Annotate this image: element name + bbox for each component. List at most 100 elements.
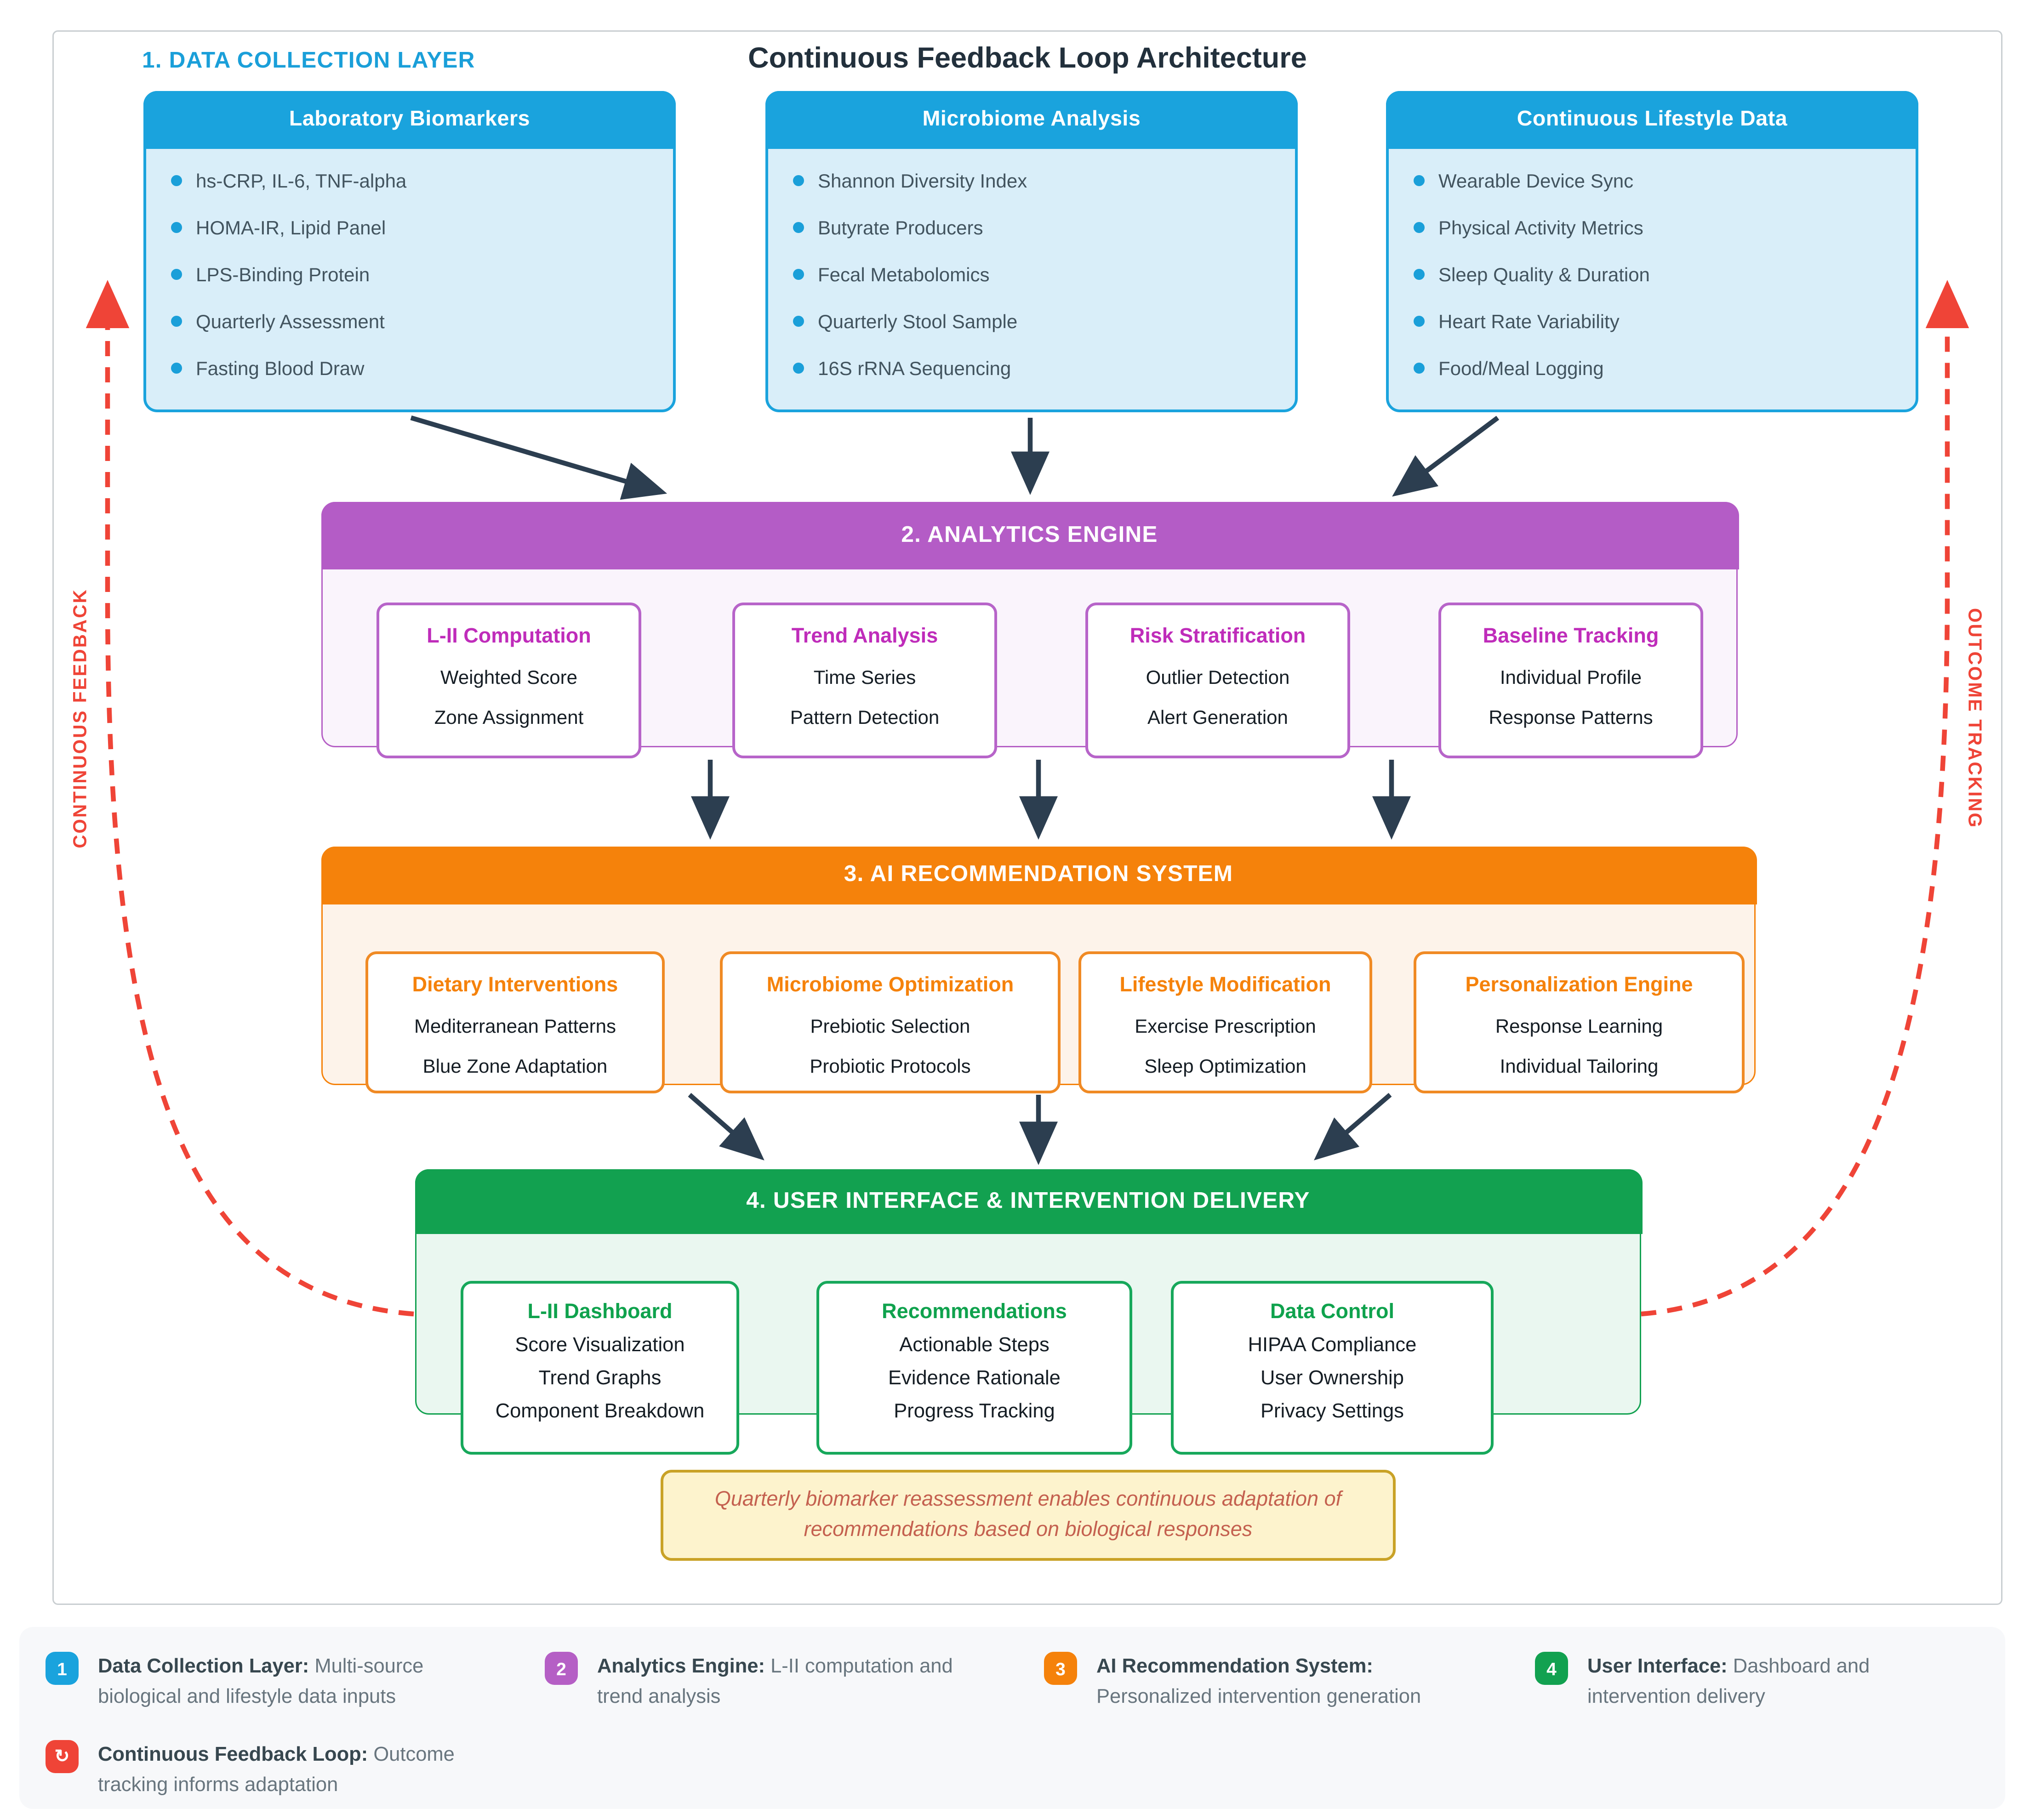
list-item-label: Wearable Device Sync (1438, 170, 1634, 192)
subbox-line: Exercise Prescription (1135, 1015, 1316, 1037)
legend-text: Analytics Engine: L-II computation and t… (597, 1652, 1000, 1714)
bullet-icon (793, 175, 804, 186)
subbox-l-ii-computation: L-II Computation Weighted Score Zone Ass… (376, 603, 641, 758)
bullet-icon (1414, 269, 1425, 280)
legend-text: Continuous Feedback Loop: Outcome tracki… (98, 1740, 501, 1802)
section-analytics-engine: 2. ANALYTICS ENGINE L-II Computation Wei… (320, 501, 1739, 758)
legend-label: Analytics Engine: (597, 1656, 765, 1678)
legend-item-data-collection: 1 Data Collection Layer: Multi-source bi… (46, 1652, 462, 1714)
list-item: Food/Meal Logging (1414, 354, 1905, 382)
list-item: Fecal Metabolomics (793, 261, 1284, 288)
section-ai-recommendation: 3. AI RECOMMENDATION SYSTEM Dietary Inte… (320, 846, 1757, 1093)
subbox-line: Probiotic Protocols (810, 1055, 971, 1077)
subbox-dietary-interventions: Dietary Interventions Mediterranean Patt… (365, 951, 665, 1093)
subbox-personalization-engine: Personalization Engine Response Learning… (1414, 951, 1745, 1093)
subbox-title: Trend Analysis (791, 625, 938, 648)
legend-text: AI Recommendation System: Personalized i… (1096, 1652, 1485, 1714)
list-item-label: Food/Meal Logging (1438, 357, 1604, 379)
list-item: Fasting Blood Draw (171, 354, 662, 382)
box-microbiome-analysis: Microbiome Analysis Shannon Diversity In… (765, 91, 1298, 412)
page-title: Continuous Feedback Loop Architecture (748, 43, 1307, 74)
subbox-microbiome-optimization: Microbiome Optimization Prebiotic Select… (720, 951, 1061, 1093)
bullet-icon (171, 363, 182, 374)
legend-item-analytics-engine: 2 Analytics Engine: L-II computation and… (545, 1652, 1000, 1714)
legend-item-user-interface: 4 User Interface: Dashboard and interven… (1535, 1652, 1949, 1714)
subbox-title: Personalization Engine (1465, 973, 1693, 997)
subbox-recommendations: Recommendations Actionable Steps Evidenc… (816, 1281, 1132, 1455)
subbox-risk-stratification: Risk Stratification Outlier Detection Al… (1085, 603, 1350, 758)
list-item-label: Sleep Quality & Duration (1438, 263, 1650, 285)
list-item-label: Physical Activity Metrics (1438, 216, 1643, 239)
subbox-line: Mediterranean Patterns (414, 1015, 616, 1037)
section-label-data-collection: 1. DATA COLLECTION LAYER (142, 48, 475, 73)
legend-badge-4: 4 (1535, 1652, 1568, 1685)
subbox-line: Evidence Rationale (888, 1368, 1061, 1390)
biomarker-list: hs-CRP, IL-6, TNF-alpha HOMA-IR, Lipid P… (146, 149, 673, 382)
bullet-icon (1414, 222, 1425, 233)
list-item-label: Heart Rate Variability (1438, 310, 1620, 332)
legend-badge-2: 2 (545, 1652, 578, 1685)
bullet-icon (793, 316, 804, 327)
subbox-line: Blue Zone Adaptation (422, 1055, 608, 1077)
subbox-title: Lifestyle Modification (1119, 973, 1331, 997)
list-item-label: 16S rRNA Sequencing (818, 357, 1011, 379)
bullet-icon (171, 316, 182, 327)
bullet-icon (1414, 363, 1425, 374)
list-item: Quarterly Stool Sample (793, 307, 1284, 335)
legend-item-ai-recommendation: 3 AI Recommendation System: Personalized… (1044, 1652, 1485, 1714)
bullet-icon (793, 269, 804, 280)
subbox-line: Prebiotic Selection (810, 1015, 970, 1037)
box-header: Continuous Lifestyle Data (1386, 91, 1918, 149)
bullet-icon (1414, 316, 1425, 327)
legend-label: AI Recommendation System: (1096, 1656, 1373, 1678)
user-interface-header: 4. USER INTERFACE & INTERVENTION DELIVER… (414, 1168, 1642, 1234)
subbox-line: Individual Profile (1500, 666, 1642, 688)
list-item-label: Quarterly Assessment (196, 310, 385, 332)
subbox-l-ii-dashboard: L-II Dashboard Score Visualization Trend… (461, 1281, 739, 1455)
list-item-label: Fasting Blood Draw (196, 357, 365, 379)
box-header: Microbiome Analysis (765, 91, 1298, 149)
subbox-line: Pattern Detection (790, 706, 940, 728)
subbox-line: Response Patterns (1489, 706, 1653, 728)
subbox-line: Progress Tracking (894, 1401, 1055, 1423)
legend-description: Personalized intervention generation (1096, 1687, 1421, 1709)
legend: 1 Data Collection Layer: Multi-source bi… (19, 1627, 2005, 1809)
continuous-feedback-label: CONTINUOUS FEEDBACK (69, 588, 91, 848)
list-item: LPS-Binding Protein (171, 261, 662, 288)
list-item: Quarterly Assessment (171, 307, 662, 335)
subbox-line: User Ownership (1261, 1368, 1404, 1390)
list-item-label: HOMA-IR, Lipid Panel (196, 216, 386, 239)
lifestyle-list: Wearable Device Sync Physical Activity M… (1389, 149, 1916, 382)
subbox-line: Component Breakdown (495, 1401, 705, 1423)
bullet-icon (793, 222, 804, 233)
subbox-trend-analysis: Trend Analysis Time Series Pattern Detec… (732, 603, 997, 758)
legend-label: User Interface: (1587, 1656, 1728, 1678)
list-item: HOMA-IR, Lipid Panel (171, 214, 662, 241)
legend-description: L-II computation and trend analysis (597, 1656, 953, 1709)
subbox-line: Sleep Optimization (1144, 1055, 1306, 1077)
diagram-frame: Continuous Feedback Loop Architecture 1.… (52, 30, 2002, 1605)
section-user-interface: 4. USER INTERFACE & INTERVENTION DELIVER… (414, 1168, 1642, 1455)
bullet-icon (171, 175, 182, 186)
legend-label: Data Collection Layer: (98, 1656, 309, 1678)
subbox-title: Risk Stratification (1129, 625, 1306, 648)
legend-item-feedback-loop: ↻ Continuous Feedback Loop: Outcome trac… (46, 1740, 501, 1802)
subbox-line: Zone Assignment (434, 706, 584, 728)
microbiome-list: Shannon Diversity Index Butyrate Produce… (768, 149, 1295, 382)
legend-text: User Interface: Dashboard and interventi… (1587, 1652, 1949, 1714)
subbox-lifestyle-modification: Lifestyle Modification Exercise Prescrip… (1078, 951, 1372, 1093)
subbox-line: Weighted Score (440, 666, 578, 688)
analytics-engine-header: 2. ANALYTICS ENGINE (320, 501, 1739, 569)
list-item-label: Shannon Diversity Index (818, 170, 1027, 192)
subbox-line: Privacy Settings (1261, 1401, 1404, 1423)
subbox-title: Microbiome Optimization (766, 973, 1014, 997)
subbox-line: Individual Tailoring (1500, 1055, 1659, 1077)
list-item: Heart Rate Variability (1414, 307, 1905, 335)
subbox-title: L-II Computation (427, 625, 591, 648)
list-item: Sleep Quality & Duration (1414, 261, 1905, 288)
legend-badge-1: 1 (46, 1652, 79, 1685)
subbox-baseline-tracking: Baseline Tracking Individual Profile Res… (1438, 603, 1703, 758)
subbox-line: Response Learning (1495, 1015, 1663, 1037)
list-item-label: Fecal Metabolomics (818, 263, 990, 285)
list-item: Wearable Device Sync (1414, 167, 1905, 194)
